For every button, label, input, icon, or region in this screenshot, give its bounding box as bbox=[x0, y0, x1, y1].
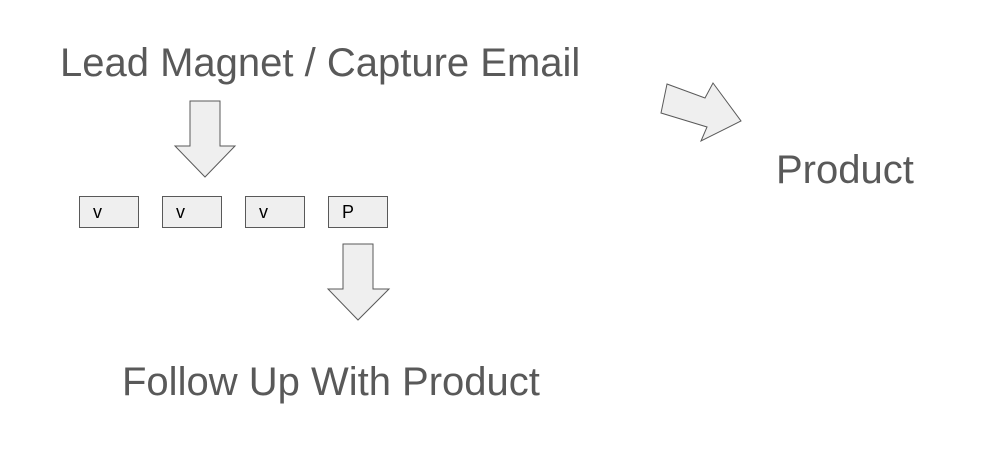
follow-up-label: Follow Up With Product bbox=[122, 360, 540, 404]
sequence-box-4-label: P bbox=[342, 202, 355, 222]
right-arrow-icon bbox=[660, 82, 742, 143]
lead-magnet-title: Lead Magnet / Capture Email bbox=[60, 41, 581, 85]
sequence-box-2-label: v bbox=[176, 202, 185, 222]
sequence-box-3: v bbox=[245, 196, 305, 228]
sequence-box-2: v bbox=[162, 196, 222, 228]
sequence-box-1: v bbox=[79, 196, 139, 228]
down-arrow-to-followup-icon bbox=[326, 243, 391, 321]
sequence-box-4: P bbox=[328, 196, 388, 228]
sequence-box-1-label: v bbox=[93, 202, 102, 222]
sequence-box-3-label: v bbox=[259, 202, 268, 222]
product-label: Product bbox=[776, 148, 914, 192]
down-arrow-icon bbox=[173, 100, 237, 178]
